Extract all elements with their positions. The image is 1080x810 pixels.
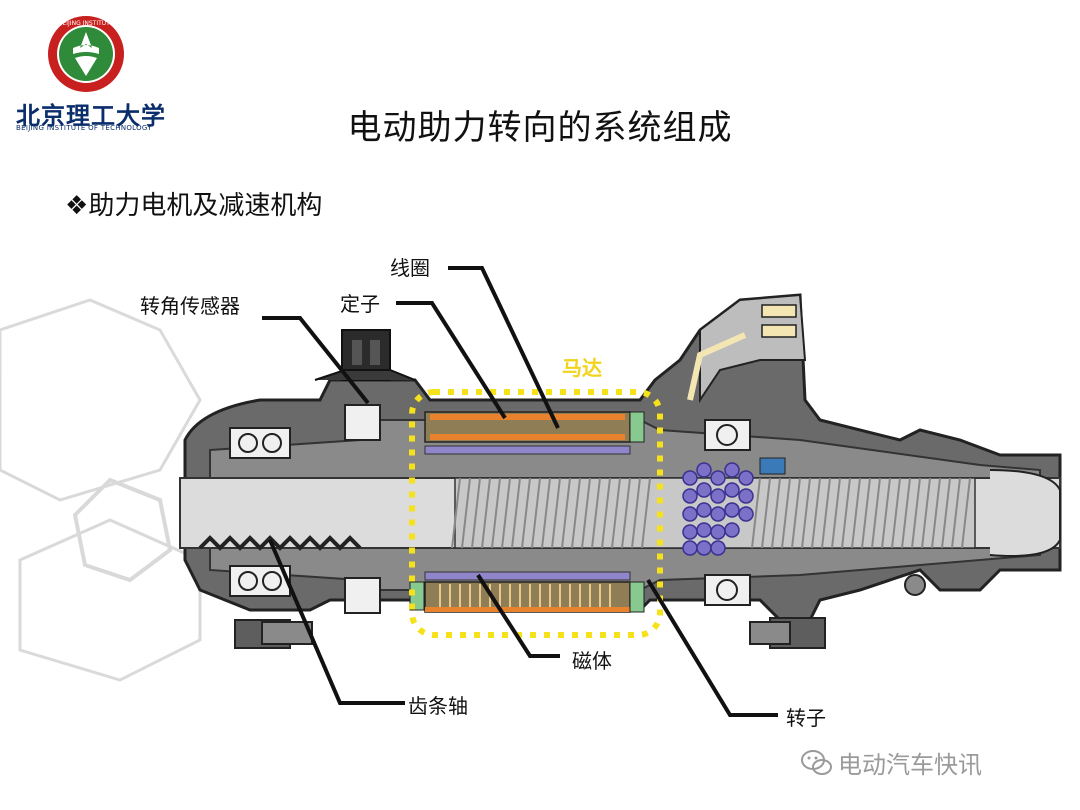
slide-title: 电动助力转向的系统组成 xyxy=(347,108,733,148)
steering-gear-background xyxy=(0,298,202,682)
seal-emblem: BEIJING INSTITUTE xyxy=(48,16,124,92)
ball-screw-balls xyxy=(682,462,754,556)
wechat-icon xyxy=(801,750,832,775)
label-angle-sensor: 转角传感器 xyxy=(140,294,240,318)
coil-upper xyxy=(430,414,625,420)
leader-lines xyxy=(262,266,778,717)
watermark-text: 电动汽车快讯 xyxy=(838,751,982,779)
label-rotor: 转子 xyxy=(786,706,826,730)
svg-text:BEIJING INSTITUTE: BEIJING INSTITUTE xyxy=(58,20,113,27)
bearings xyxy=(229,404,751,614)
label-stator: 定子 xyxy=(340,292,380,316)
bullet-text: 助力电机及减速机构 xyxy=(88,191,323,221)
label-rack-shaft: 齿条轴 xyxy=(408,694,468,718)
label-magnet: 磁体 xyxy=(572,649,612,673)
shaft-end-fork xyxy=(989,469,1061,557)
mounting-bolts xyxy=(234,574,926,649)
rack-teeth xyxy=(198,535,362,551)
logo-english: BEIJING INSTITUTE OF TECHNOLOGY xyxy=(16,124,152,132)
bullet-line: ❖助力电机及减速机构 xyxy=(65,185,322,222)
bullet-symbol: ❖ xyxy=(65,191,89,221)
green-ring-lower xyxy=(629,581,645,613)
magnet-lower xyxy=(424,571,631,581)
logo-name: 北京理工大学 xyxy=(16,101,166,130)
housing-bracket xyxy=(699,293,807,404)
green-ring-upper xyxy=(629,411,645,443)
motor-highlight-box xyxy=(409,389,663,638)
label-motor: 马达 xyxy=(562,356,602,380)
magnet-upper xyxy=(424,445,631,455)
label-coil: 线圈 xyxy=(390,256,430,280)
